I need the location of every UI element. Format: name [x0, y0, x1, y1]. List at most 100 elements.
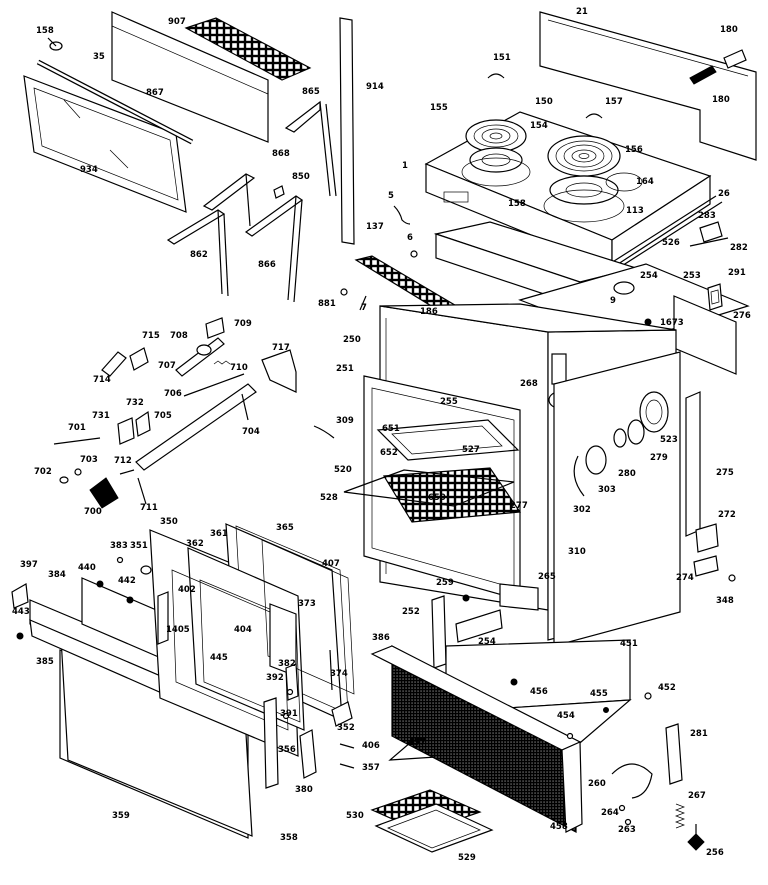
- part-number-p404: 404: [234, 625, 252, 635]
- bracket-868: [202, 173, 256, 227]
- part-number-p385: 385: [36, 657, 54, 667]
- part-number-p440: 440: [78, 563, 96, 573]
- part-number-p710: 710: [230, 363, 248, 373]
- part-number-p373: 373: [298, 599, 316, 609]
- fluorescent-tube-35: [36, 59, 194, 145]
- part-number-p302: 302: [573, 505, 591, 515]
- part-number-p455: 455: [590, 689, 608, 699]
- door-glass-inner-402: [171, 569, 289, 731]
- part-number-p530: 530: [346, 811, 364, 821]
- part-number-p277: 277: [510, 501, 528, 511]
- part-number-p717: 717: [272, 343, 290, 353]
- part-number-p303: 303: [598, 485, 616, 495]
- hinge-receiver-272: [695, 523, 719, 553]
- rod-706: [183, 373, 245, 397]
- rod-701: [53, 437, 101, 445]
- light-bulb-280: [613, 428, 627, 448]
- part-number-p652: 652: [380, 448, 398, 458]
- part-number-p706: 706: [164, 389, 182, 399]
- part-number-p731: 731: [92, 411, 110, 421]
- bracket-382: [285, 663, 299, 701]
- side-trim-914: [339, 17, 355, 245]
- part-number-p650: 650: [428, 493, 446, 503]
- part-number-p1405: 1405: [166, 625, 190, 635]
- link-708: [196, 344, 212, 356]
- part-number-p150: 150: [535, 97, 553, 107]
- latch-397: [11, 583, 29, 609]
- part-number-p391: 391: [280, 709, 298, 719]
- screw-443: [16, 632, 24, 640]
- part-number-p186: 186: [420, 307, 438, 317]
- part-number-p907: 907: [168, 17, 186, 27]
- connector-180: [689, 49, 747, 85]
- part-number-p267: 267: [688, 791, 706, 801]
- part-number-p1: 1: [402, 161, 408, 171]
- part-number-p700: 700: [84, 507, 102, 517]
- rail-705: [135, 383, 257, 471]
- screw-454: [566, 732, 574, 740]
- part-number-p380: 380: [295, 785, 313, 795]
- receptacle-151: [487, 73, 505, 79]
- part-number-p402: 402: [178, 585, 196, 595]
- part-number-p527: 527: [462, 445, 480, 455]
- light-lens-523: [639, 391, 669, 433]
- screw-357: [339, 763, 355, 769]
- part-number-p715: 715: [142, 331, 160, 341]
- part-number-p866: 866: [258, 260, 276, 270]
- part-number-p732: 732: [126, 398, 144, 408]
- part-number-p157: 157: [605, 97, 623, 107]
- screw-392: [286, 688, 294, 696]
- sensor-309: [313, 425, 335, 439]
- part-number-p348: 348: [716, 596, 734, 606]
- part-number-p252: 252: [402, 607, 420, 617]
- screw-456: [510, 678, 518, 686]
- part-number-p154: 154: [530, 121, 548, 131]
- part-number-p356: 356: [278, 745, 296, 755]
- part-number-p442: 442: [118, 576, 136, 586]
- part-number-p881: 881: [318, 299, 336, 309]
- part-number-p365: 365: [276, 523, 294, 533]
- part-number-p704: 704: [242, 427, 260, 437]
- part-number-p156: 156: [625, 145, 643, 155]
- drip-pan-small-154: [469, 147, 523, 173]
- part-number-p253: 253: [683, 271, 701, 281]
- part-number-p6: 6: [407, 233, 413, 243]
- part-number-p529: 529: [458, 853, 476, 863]
- part-number-p310: 310: [568, 547, 586, 557]
- part-number-p275: 275: [716, 468, 734, 478]
- part-number-p702: 702: [34, 467, 52, 477]
- part-number-p850: 850: [292, 172, 310, 182]
- part-number-p263: 263: [618, 825, 636, 835]
- part-number-p452: 452: [658, 683, 676, 693]
- part-number-p251: 251: [336, 364, 354, 374]
- clip-715: [129, 347, 149, 371]
- part-number-p255: 255: [440, 397, 458, 407]
- part-number-p283: 283: [698, 211, 716, 221]
- wire-302: [573, 455, 585, 497]
- screw-391: [282, 712, 290, 720]
- clip-850: [273, 185, 285, 199]
- plate-717: [261, 349, 297, 393]
- part-number-p458: 458: [550, 822, 568, 832]
- part-number-p1673: 1673: [660, 318, 684, 328]
- backsplash-21: [539, 11, 757, 161]
- part-number-p714: 714: [93, 375, 111, 385]
- part-number-p5: 5: [388, 191, 394, 201]
- part-number-p359: 359: [112, 811, 130, 821]
- burner-box-137: [433, 221, 639, 307]
- part-number-p250: 250: [343, 335, 361, 345]
- part-number-p164: 164: [636, 177, 654, 187]
- part-number-p651: 651: [382, 424, 400, 434]
- part-number-p281: 281: [690, 729, 708, 739]
- screw-455: [603, 707, 609, 713]
- hinge-bracket-1405: [157, 591, 169, 645]
- arm-732: [135, 410, 151, 437]
- bracket-865: [284, 100, 337, 197]
- part-number-p352: 352: [337, 723, 355, 733]
- part-number-p362: 362: [186, 539, 204, 549]
- lever-707: [175, 337, 225, 377]
- part-number-p386: 386: [372, 633, 390, 643]
- surface-element-small-150: [465, 119, 527, 153]
- pin-703: [74, 468, 82, 476]
- latch-motor-700: [89, 477, 119, 509]
